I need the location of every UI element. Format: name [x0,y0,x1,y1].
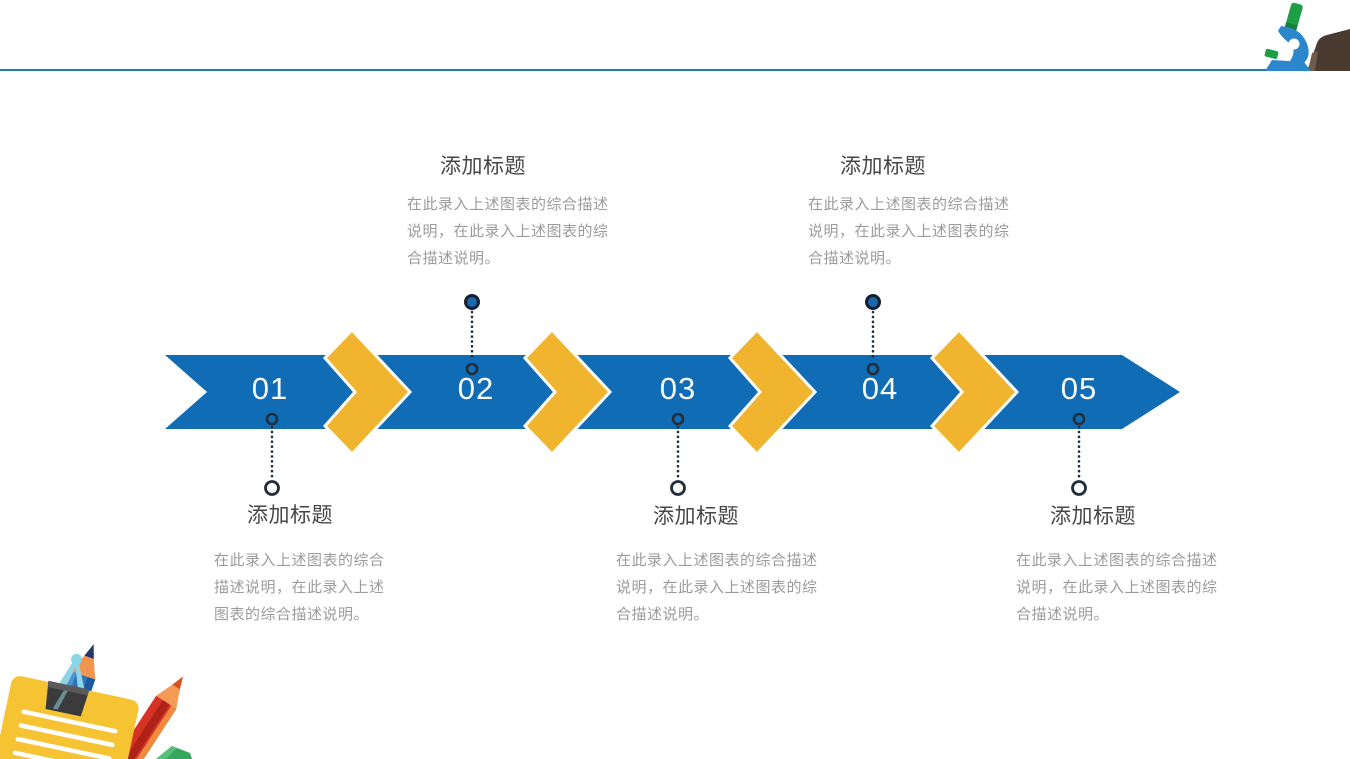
connector-step-01 [264,412,280,496]
binder-clip-icon [45,653,90,717]
microscope-book-icon [1264,2,1350,71]
step-02-description: 在此录入上述图表的综合描述说明，在此录入上述图表的综合描述说明。 [407,196,609,267]
chevron-right-icon [929,327,1020,457]
green-pencil-highlight [156,746,177,759]
step-03-number: 03 [659,371,697,406]
step-01-title: 添加标题 [247,504,333,527]
chevron-right-icon [727,327,818,457]
step-05-number: 05 [1060,371,1098,406]
step-05-description: 在此录入上述图表的综合描述说明，在此录入上述图表的综合描述说明。 [1016,552,1218,623]
step-02-title: 添加标题 [440,155,526,178]
microscope-eyepiece [1284,2,1303,32]
clipboard-pencils-illustration [0,644,192,759]
chevron-right-icon [522,327,613,457]
step-03-title: 添加标题 [653,505,739,528]
header-rule [0,69,1350,71]
connector-step-02 [464,294,480,376]
step-04-title: 添加标题 [840,155,926,178]
step-04-description: 在此录入上述图表的综合描述说明，在此录入上述图表的综合描述说明。 [808,196,1010,267]
step-01-description: 在此录入上述图表的综合描述说明，在此录入上述图表的综合描述说明。 [214,552,385,623]
notepad-icon [0,653,139,759]
step-02-number: 02 [457,371,495,406]
step-03-description: 在此录入上述图表的综合描述说明，在此录入上述图表的综合描述说明。 [616,552,818,623]
connector-step-05 [1071,412,1087,496]
notepad-lines [12,709,118,759]
connector-step-04 [865,294,881,376]
timeline-band [165,355,1180,429]
step-01-number: 01 [251,371,289,406]
step-04-number: 04 [861,371,899,406]
chevron-right-icon [322,327,413,457]
chevron-separators [322,327,1020,457]
red-pencil-icon [79,676,184,759]
connector-step-03 [670,412,686,496]
step-05-title: 添加标题 [1050,505,1136,528]
